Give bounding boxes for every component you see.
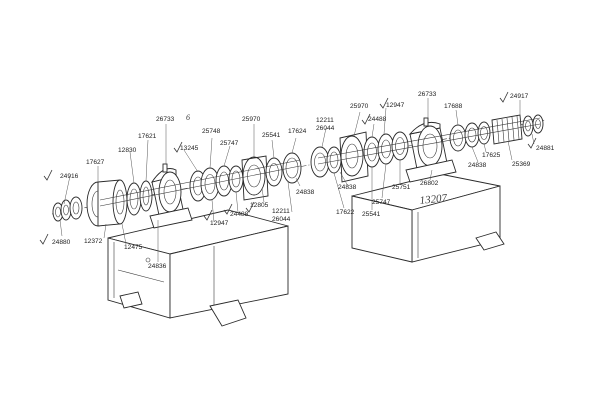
part-label: 25751	[392, 184, 411, 191]
part-label: 24836	[148, 263, 167, 270]
part-label: 24488	[230, 211, 249, 218]
check-mark	[203, 209, 213, 221]
part-label: 25970	[242, 116, 261, 123]
part-label: 17627	[86, 159, 105, 166]
part-label: 25541	[362, 211, 381, 218]
part-label: 24880	[52, 239, 71, 246]
part-label: 25747	[372, 199, 391, 206]
part-label: 12211	[272, 208, 290, 215]
check-marks	[39, 91, 537, 245]
right-base-frame	[351, 173, 505, 263]
handwritten-notes: 13207 6	[186, 113, 448, 207]
part-label: 12805	[250, 202, 269, 209]
part-label: 12372	[84, 238, 103, 245]
part-label: 25748	[202, 128, 221, 135]
part-label: 24881	[536, 145, 555, 152]
part-label: 12211	[316, 117, 334, 124]
part-label: 26802	[420, 180, 439, 187]
check-mark	[499, 91, 509, 103]
part-label: 25747	[220, 140, 239, 147]
part-label: 12475	[124, 244, 143, 251]
part-labels: 24916 24880 17627 12372 12830 17621 1247…	[52, 91, 555, 270]
part-label: 12947	[210, 220, 229, 227]
part-label: 17622	[336, 209, 355, 216]
part-label: 24916	[60, 173, 79, 180]
part-label: 26733	[156, 116, 175, 123]
leader-lines	[59, 98, 535, 262]
part-label: 17621	[138, 133, 157, 140]
part-label: 17625	[482, 152, 501, 159]
part-label: 25541	[262, 132, 281, 139]
check-mark	[223, 203, 233, 215]
right-shaft-assembly	[310, 114, 544, 183]
check-mark	[379, 97, 389, 109]
check-mark	[39, 233, 49, 245]
part-label: 25369	[512, 161, 531, 168]
part-label: 24838	[338, 184, 357, 191]
part-label: 17688	[444, 103, 463, 110]
check-mark	[173, 141, 183, 153]
check-mark	[245, 201, 255, 213]
part-label: 24488	[368, 116, 387, 123]
check-mark	[361, 113, 371, 125]
part-label: 24838	[296, 189, 315, 196]
part-label: 12947	[386, 102, 405, 109]
part-label: 24838	[468, 162, 487, 169]
check-mark	[43, 169, 53, 181]
part-label: 12830	[118, 147, 137, 154]
check-mark	[527, 137, 537, 149]
part-label: 13245	[180, 145, 199, 152]
part-label: 17624	[288, 128, 307, 135]
part-label: 26044	[316, 125, 335, 132]
part-label: 24917	[510, 93, 529, 100]
left-shaft-assembly	[52, 152, 302, 229]
part-label: 26733	[418, 91, 437, 98]
part-label: 26044	[272, 216, 291, 223]
left-base-frame	[107, 209, 289, 327]
handwritten-mark: 6	[186, 113, 190, 122]
part-label: 25970	[350, 103, 369, 110]
handwritten-note: 13207	[419, 192, 448, 207]
